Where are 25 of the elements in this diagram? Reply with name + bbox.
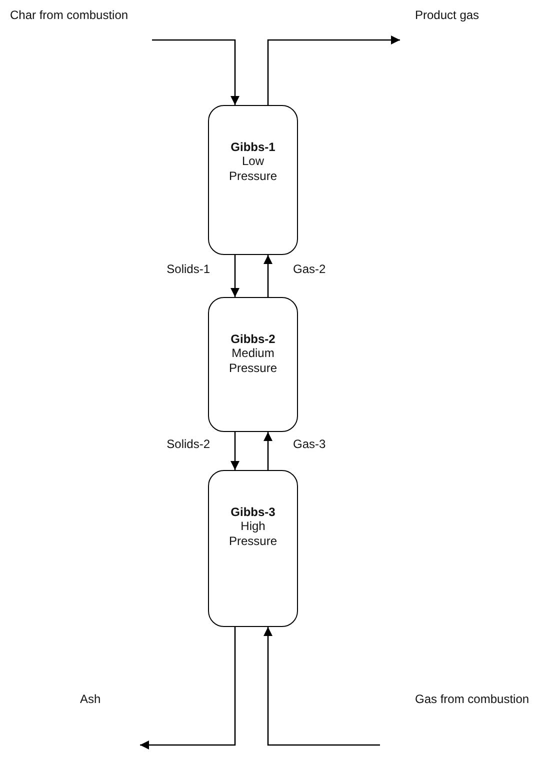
edge-label: Solids-1 — [166, 262, 210, 276]
edge-label: Gas-3 — [293, 437, 326, 451]
arrow — [264, 432, 272, 470]
arrow — [264, 627, 380, 746]
stream-label: Gas from combustion — [415, 692, 530, 706]
reactor-description: High Pressure — [228, 519, 278, 549]
arrow — [140, 627, 236, 750]
arrow — [152, 39, 240, 105]
stream-label: Product gas — [415, 8, 480, 22]
stream-label: Char from combustion — [10, 8, 128, 22]
arrow — [264, 255, 272, 297]
arrow — [230, 432, 240, 470]
reactor-box — [208, 297, 298, 432]
reactor-description: Low Pressure — [228, 154, 278, 184]
edge-label: Solids-2 — [166, 437, 210, 451]
stream-label: Ash — [80, 692, 101, 706]
arrow — [230, 255, 240, 297]
reactor-description: Medium Pressure — [228, 346, 278, 376]
reactor-title: Gibbs-1 — [230, 140, 276, 154]
edge-label: Gas-2 — [293, 262, 326, 276]
reactor-title: Gibbs-3 — [230, 505, 276, 519]
reactor-box — [208, 470, 298, 627]
reactor-title: Gibbs-2 — [230, 332, 276, 346]
arrow — [267, 36, 400, 105]
reactor-box — [208, 105, 298, 255]
